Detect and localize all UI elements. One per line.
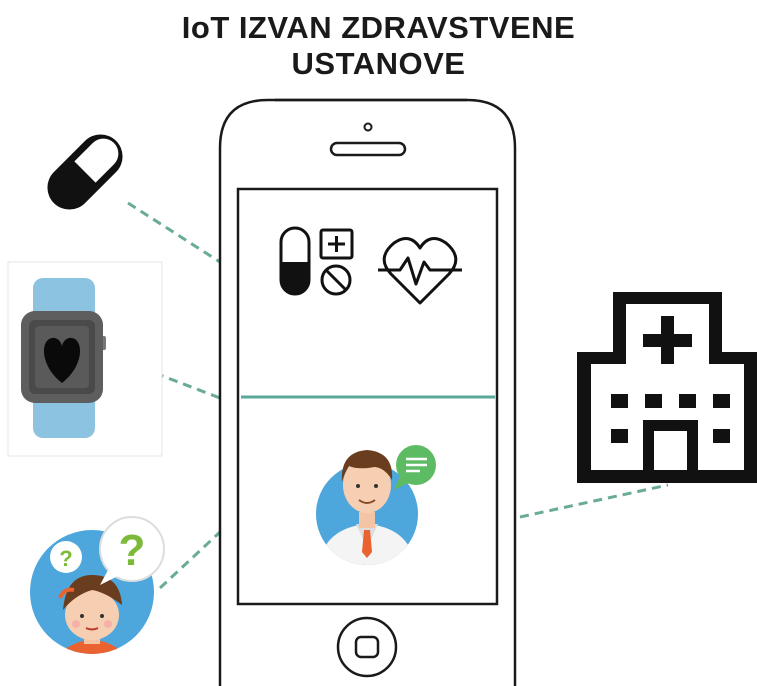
big-question-mark: ? [119, 526, 146, 575]
heartbeat-icon [378, 237, 462, 305]
confused-person-icon [30, 516, 165, 654]
smartphone-icon [218, 98, 517, 686]
doctor-icon [316, 445, 436, 565]
hospital-icon [577, 292, 757, 483]
connector-person [158, 530, 222, 590]
medication-icon [279, 226, 354, 296]
title-line-2: USTANOVE [291, 46, 466, 81]
pill-icon [47, 134, 123, 210]
title-line-1: IoT IZVAN ZDRAVSTVENE [181, 10, 576, 45]
smartwatch-icon [7, 261, 163, 457]
connector-pill [127, 201, 221, 264]
page-title: IoT IZVAN ZDRAVSTVENE USTANOVE [0, 10, 757, 82]
connector-hospital [519, 483, 669, 519]
small-question-mark: ? [59, 546, 72, 571]
